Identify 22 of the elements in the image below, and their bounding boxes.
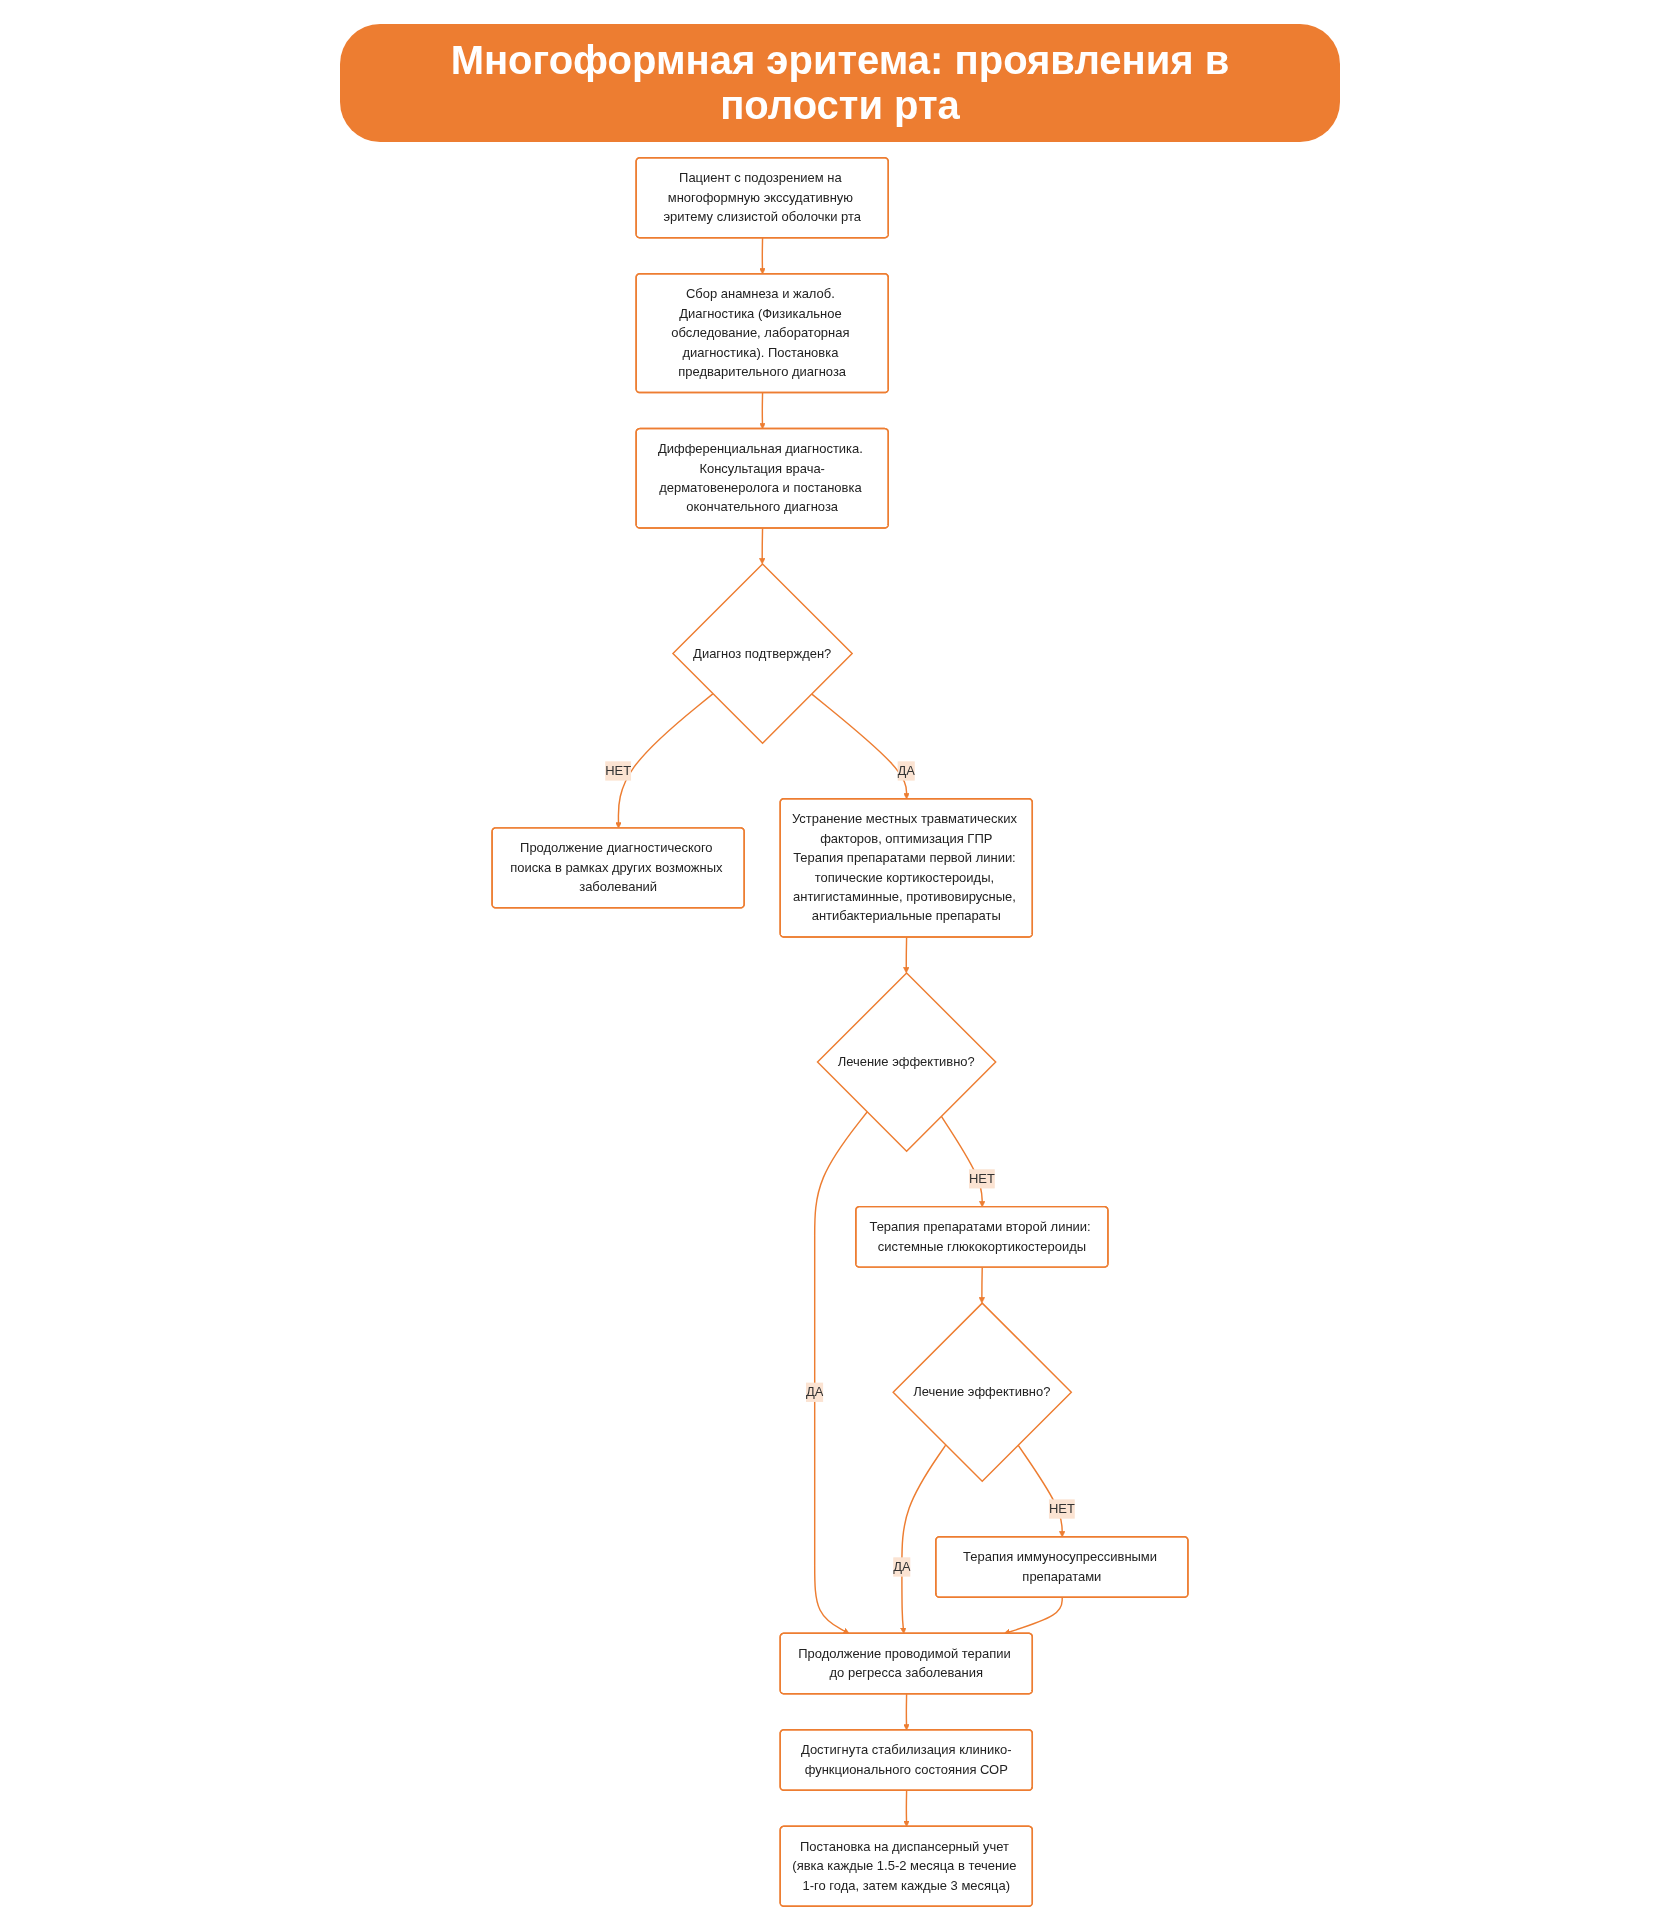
edge-label: НЕТ: [968, 1171, 995, 1186]
edge-label: ДА: [805, 1384, 824, 1400]
arrow: [759, 527, 766, 565]
arrow: [1003, 1596, 1063, 1635]
node-diamond: Лечение эффективно?: [816, 971, 997, 1153]
edge-label: ДА: [897, 763, 915, 778]
arrow: [759, 392, 766, 430]
node-diamond: Лечение эффективно?: [892, 1302, 1073, 1483]
edge-label: НЕТ: [605, 763, 632, 778]
arrow: [810, 693, 910, 800]
arrow: [903, 1693, 910, 1731]
edge-label: ДА: [893, 1559, 911, 1574]
node-diamond: Диагноз подтвержден?: [671, 563, 854, 745]
title: Многоформная эритема: проявления в полости рта: [340, 24, 1340, 142]
arrow: [759, 237, 766, 275]
edge-label: НЕТ: [1048, 1501, 1075, 1516]
arrow: [978, 1266, 986, 1304]
arrow: [900, 1444, 947, 1634]
arrow: [814, 1111, 868, 1634]
arrow: [615, 693, 714, 829]
arrow: [903, 1789, 910, 1827]
arrow: [903, 936, 910, 974]
